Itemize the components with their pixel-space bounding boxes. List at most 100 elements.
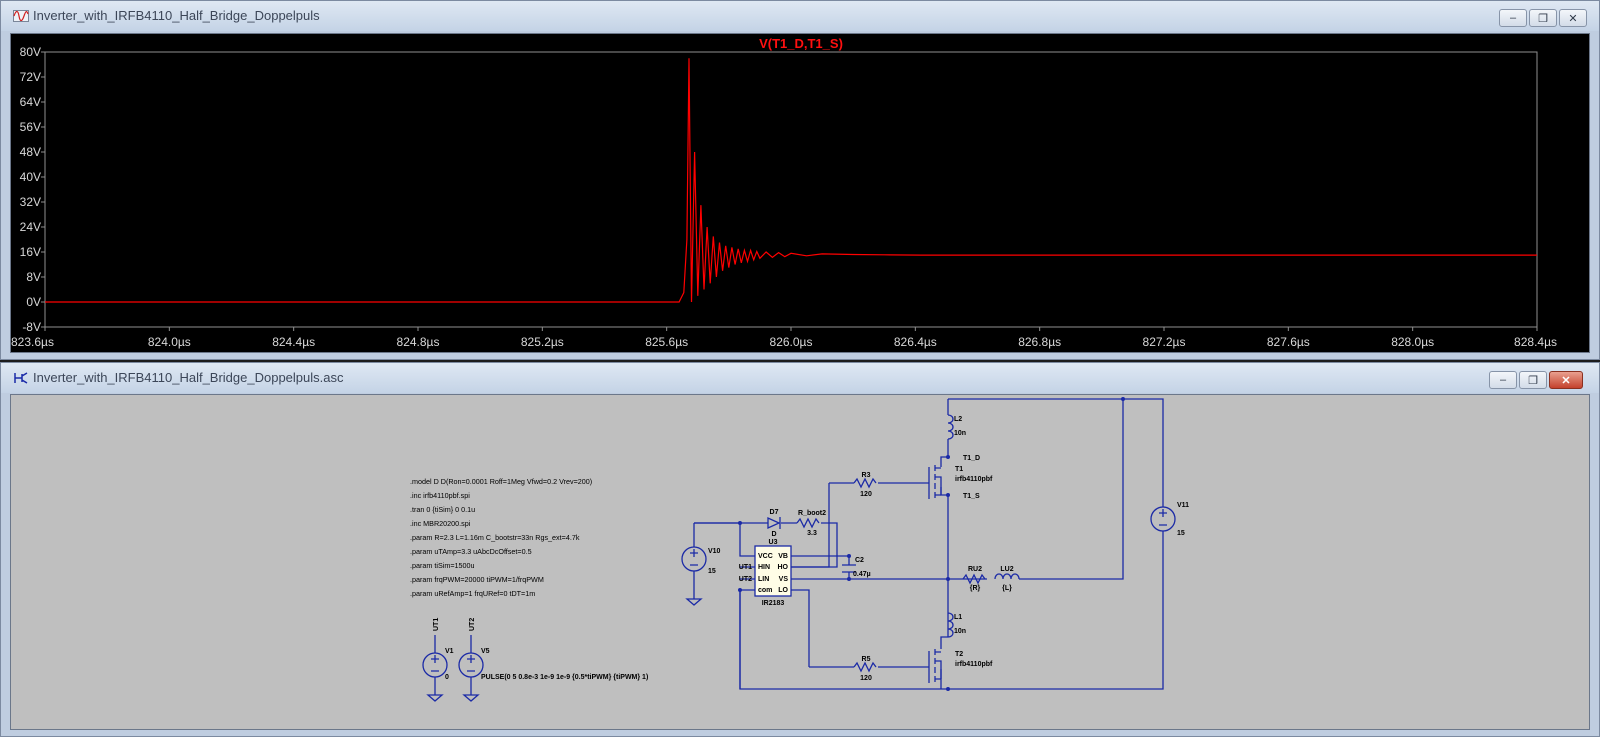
t2-symbol[interactable] bbox=[928, 649, 942, 683]
u3-pin-com: com bbox=[758, 587, 772, 594]
schematic-canvas[interactable]: VCC HIN LIN com VB HO VS LO L2 10n L1 10… bbox=[10, 394, 1590, 730]
l2-name: L2 bbox=[954, 416, 962, 423]
t2-model: irfb4110pbf bbox=[955, 661, 993, 668]
d7-value: D bbox=[771, 531, 776, 538]
t1-name: T1 bbox=[955, 466, 963, 473]
y-tick-label: 64V bbox=[20, 95, 41, 109]
l1-symbol[interactable] bbox=[947, 612, 954, 638]
spice-directives[interactable]: .model D D(Ron=0.0001 Roff=1Meg Vfwd=0.2… bbox=[410, 477, 592, 598]
wire-l2-t1 bbox=[940, 439, 949, 467]
l1-value: 10n bbox=[954, 628, 966, 635]
u3-symbol[interactable] bbox=[754, 545, 792, 597]
v1-name: V1 bbox=[445, 648, 454, 655]
y-tick-label: 16V bbox=[20, 245, 41, 259]
source-polarity-marks bbox=[431, 509, 1167, 672]
trace-title[interactable]: V(T1_D,T1_S) bbox=[759, 36, 843, 51]
lu2-name: LU2 bbox=[1000, 566, 1013, 573]
d7-name: D7 bbox=[770, 509, 779, 516]
lu2-symbol[interactable] bbox=[994, 573, 1020, 580]
spice-directive[interactable]: .tran 0 {tiSim} 0 0.1u bbox=[410, 505, 475, 514]
schematic-drawing[interactable]: VCC HIN LIN com VB HO VS LO L2 10n L1 10… bbox=[11, 395, 1590, 730]
x-tick-label: 824.8µs bbox=[397, 335, 440, 349]
x-tick-label: 825.2µs bbox=[521, 335, 564, 349]
spice-directive[interactable]: .param frqPWM=20000 tiPWM=1/frqPWM bbox=[410, 575, 544, 584]
r3-name: R3 bbox=[862, 472, 871, 479]
schematic-minimize-button[interactable]: – bbox=[1489, 371, 1517, 389]
x-tick-label: 824.4µs bbox=[272, 335, 315, 349]
spice-directive[interactable]: .param tiSim=1500u bbox=[410, 561, 475, 570]
net-ut1-label-v1: UT1 bbox=[433, 618, 440, 631]
y-tick-label: 40V bbox=[20, 170, 41, 184]
plot-frame bbox=[44, 51, 1538, 328]
wire-lo bbox=[791, 589, 810, 667]
y-tick-label: -8V bbox=[22, 320, 41, 334]
waveform-close-button[interactable]: ✕ bbox=[1559, 9, 1587, 27]
y-tick-label: 80V bbox=[20, 45, 41, 59]
c2-value: 0.47µ bbox=[853, 571, 871, 578]
net-ut1: UT1 bbox=[739, 564, 752, 571]
v5-symbol[interactable] bbox=[458, 652, 484, 678]
x-tick-label: 827.6µs bbox=[1267, 335, 1310, 349]
u3-pin-ho: HO bbox=[778, 564, 789, 571]
y-tick-label: 8V bbox=[26, 270, 41, 284]
schematic-titlebar[interactable]: Inverter_with_IRFB4110_Half_Bridge_Doppe… bbox=[1, 363, 1599, 393]
spice-directive[interactable]: .param uRefAmp=1 frqURef=0 tDT=1m bbox=[410, 589, 535, 598]
v10-symbol[interactable] bbox=[681, 546, 707, 572]
spice-directive[interactable]: .inc irfb4110pbf.spi bbox=[410, 491, 470, 500]
r-boot2-name: R_boot2 bbox=[798, 510, 826, 517]
r-boot2-symbol[interactable] bbox=[796, 517, 820, 529]
waveform-window: Inverter_with_IRFB4110_Half_Bridge_Doppe… bbox=[0, 0, 1600, 360]
schematic-close-button[interactable]: ✕ bbox=[1549, 371, 1583, 389]
t1-symbol[interactable] bbox=[928, 465, 942, 499]
junction-dots bbox=[738, 397, 1125, 691]
l1-name: L1 bbox=[954, 614, 962, 621]
x-tick-label: 823.6µs bbox=[11, 335, 54, 349]
net-t1-d: T1_D bbox=[963, 455, 980, 462]
l2-symbol[interactable] bbox=[947, 414, 954, 440]
v1-value: 0 bbox=[445, 674, 449, 681]
c2-symbol[interactable] bbox=[842, 564, 856, 573]
net-ut2-label-v5: UT2 bbox=[469, 618, 476, 631]
r3-value: 120 bbox=[860, 491, 872, 498]
ru2-value: {R} bbox=[970, 585, 981, 592]
spice-directive[interactable]: .inc MBR20200.spi bbox=[410, 519, 471, 528]
spice-directive[interactable]: .param R=2.3 L=1.16m C_bootstr=33n Rgs_e… bbox=[410, 533, 580, 542]
t2-name: T2 bbox=[955, 651, 963, 658]
wire-hin-lin bbox=[740, 566, 755, 580]
v5-name: V5 bbox=[481, 648, 490, 655]
wire-output bbox=[1019, 399, 1124, 580]
schematic-restore-button[interactable]: ❐ bbox=[1519, 371, 1547, 389]
d7-symbol[interactable] bbox=[767, 516, 781, 530]
wire-l1-t2 bbox=[940, 613, 949, 689]
r3-symbol[interactable] bbox=[853, 477, 877, 489]
ru2-symbol[interactable] bbox=[962, 573, 986, 585]
waveform-minimize-button[interactable]: – bbox=[1499, 9, 1527, 27]
r5-symbol[interactable] bbox=[853, 661, 877, 673]
v10-name: V10 bbox=[708, 548, 721, 555]
schematic-icon bbox=[14, 372, 28, 384]
ru2-name: RU2 bbox=[968, 566, 982, 573]
v11-name: V11 bbox=[1177, 502, 1189, 509]
waveform-restore-button[interactable]: ❐ bbox=[1529, 9, 1557, 27]
u3-pin-vb: VB bbox=[778, 553, 788, 560]
v11-symbol[interactable] bbox=[1150, 506, 1176, 532]
r5-name: R5 bbox=[862, 656, 871, 663]
x-tick-label: 825.6µs bbox=[645, 335, 688, 349]
spice-directive[interactable]: .model D D(Ron=0.0001 Roff=1Meg Vfwd=0.2… bbox=[410, 477, 592, 486]
ground-symbols bbox=[426, 598, 703, 702]
waveform-window-title: Inverter_with_IRFB4110_Half_Bridge_Doppe… bbox=[33, 8, 320, 23]
v5-value: PULSE(0 5 0.8e-3 1e-9 1e-9 {0.5*tiPWM} {… bbox=[481, 674, 648, 681]
y-tick-label: 0V bbox=[26, 295, 41, 309]
x-tick-label: 827.2µs bbox=[1143, 335, 1186, 349]
u3-pin-vs: VS bbox=[779, 576, 789, 583]
waveform-chart[interactable]: V(T1_D,T1_S) 80V72V64V56V48V40V32V24V16V… bbox=[11, 34, 1590, 353]
t1-model: irfb4110pbf bbox=[955, 476, 993, 483]
net-ut2: UT2 bbox=[739, 576, 752, 583]
waveform-titlebar[interactable]: Inverter_with_IRFB4110_Half_Bridge_Doppe… bbox=[1, 1, 1599, 31]
spice-directive[interactable]: .param uTAmp=3.3 uAbcDcOffset=0.5 bbox=[410, 547, 532, 556]
v1-symbol[interactable] bbox=[422, 652, 448, 678]
u3-pin-lo: LO bbox=[778, 587, 788, 594]
